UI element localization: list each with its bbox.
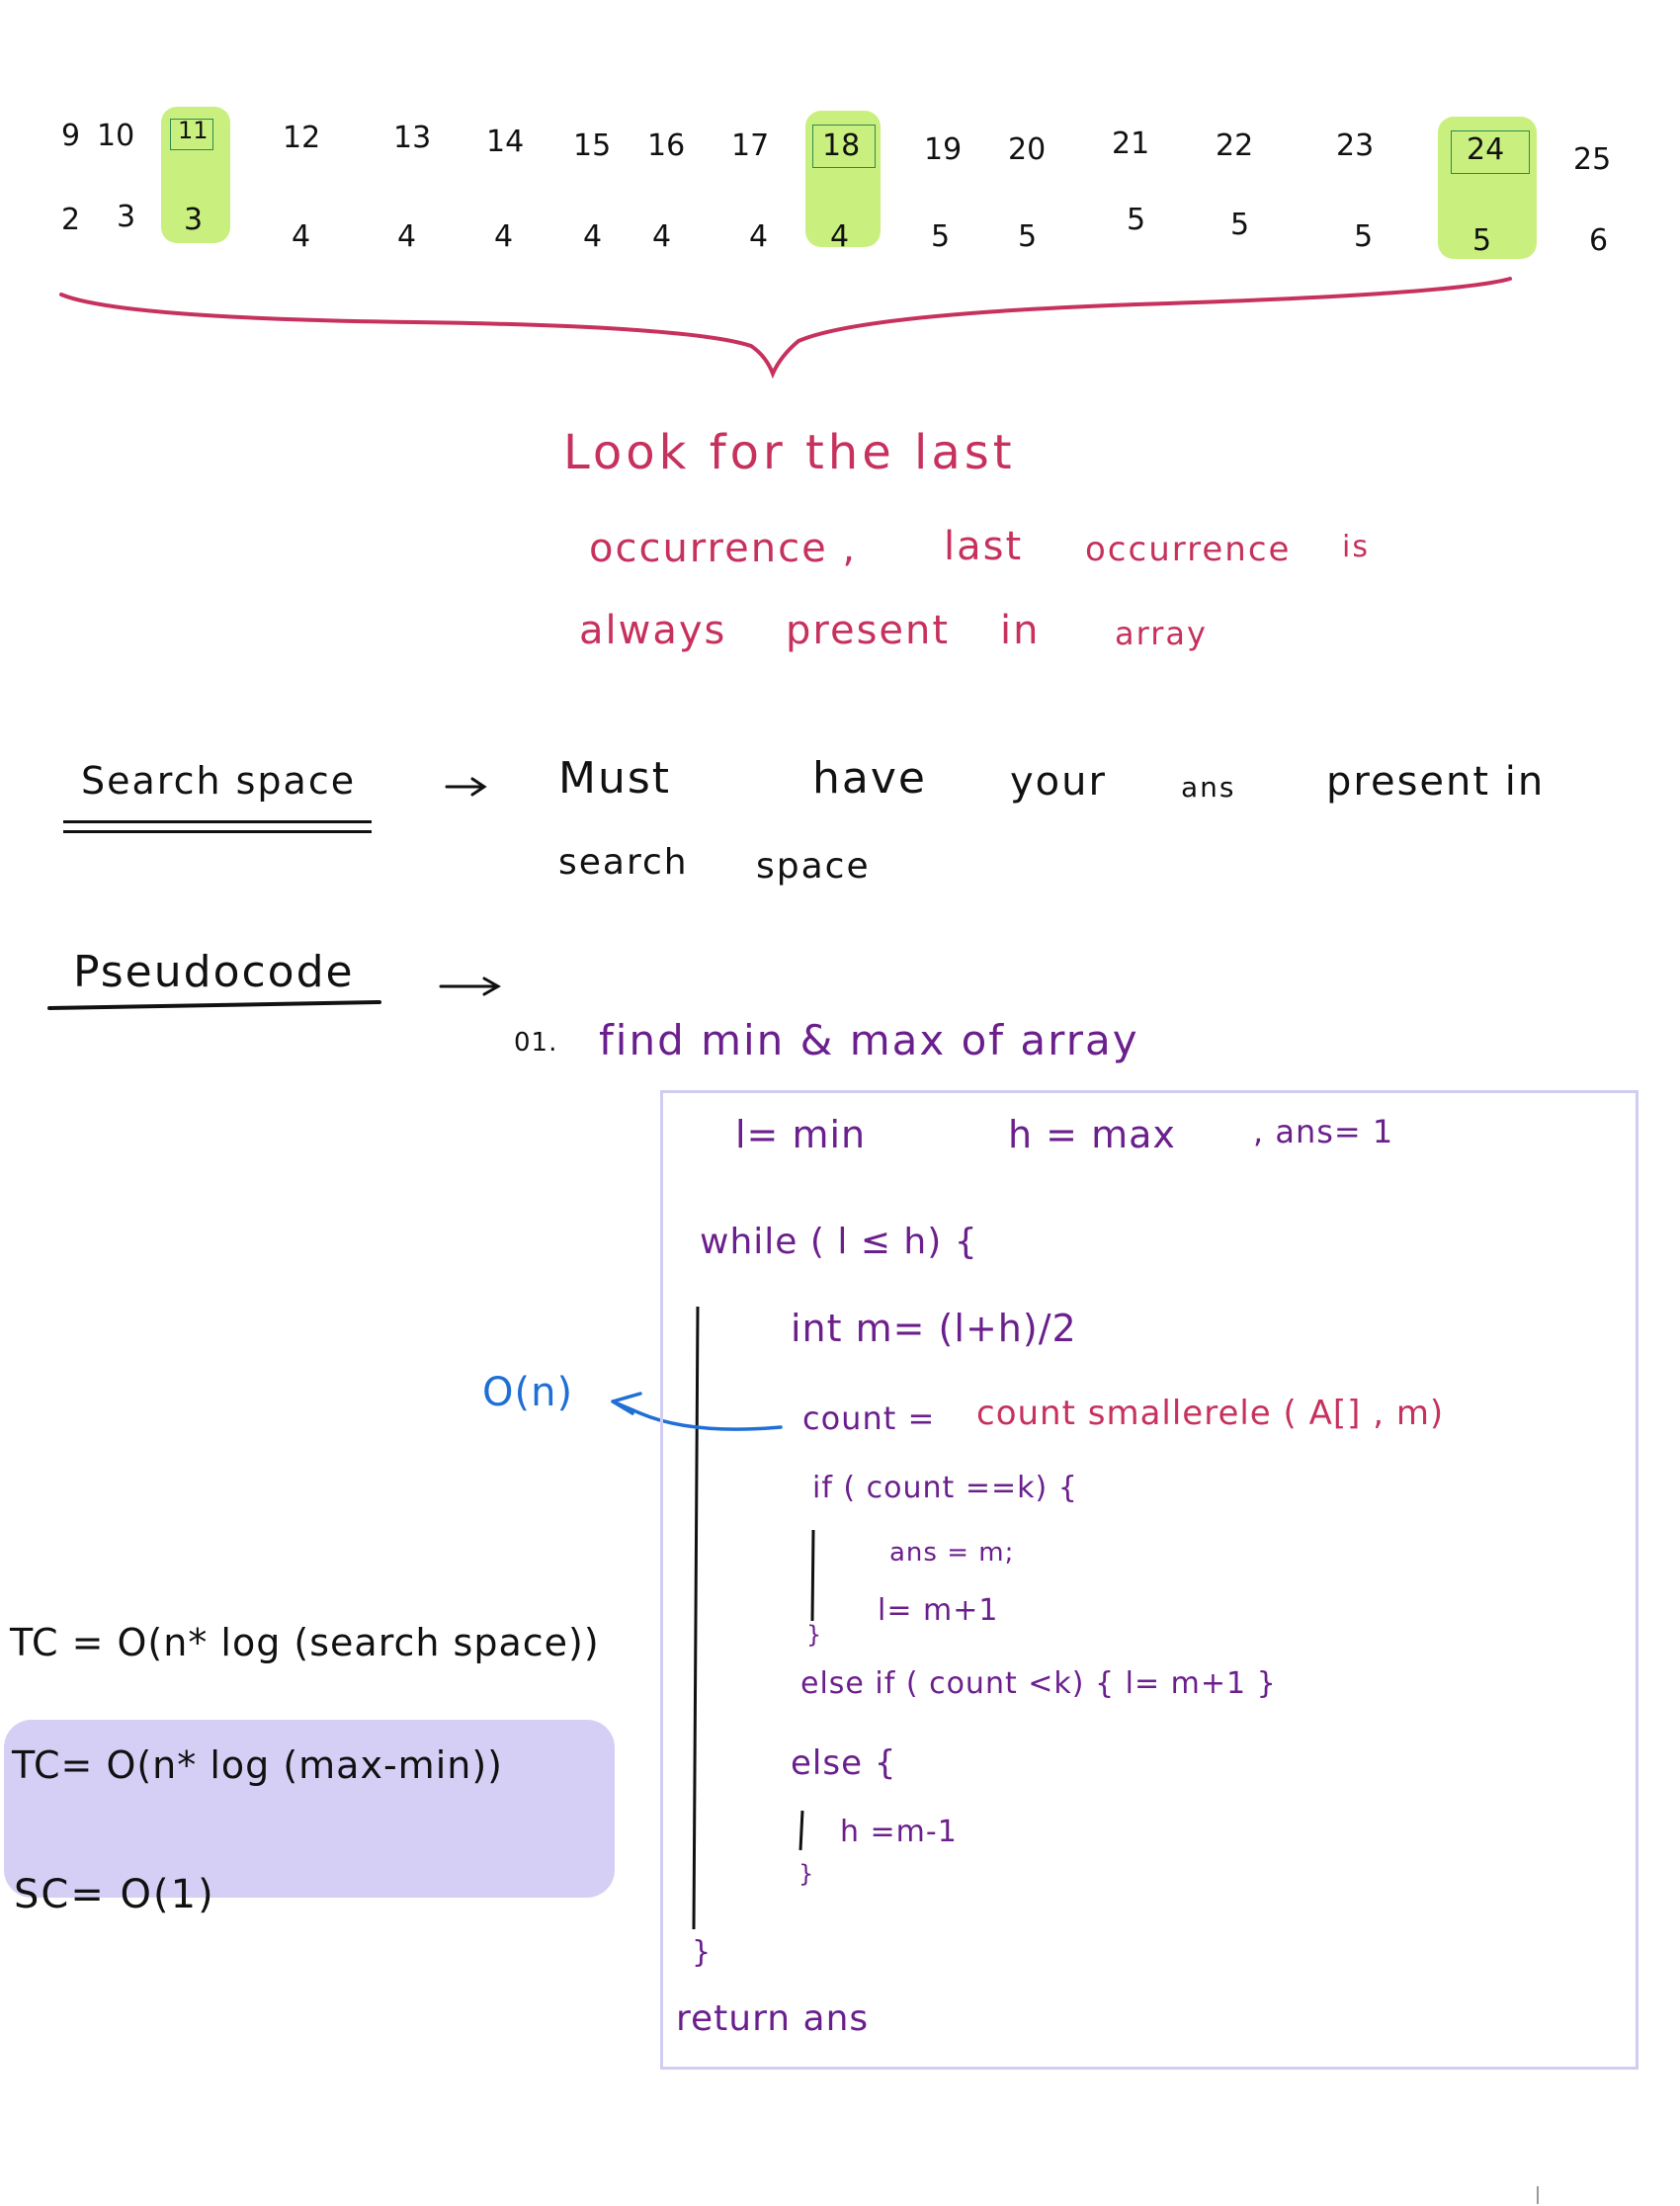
pseudocode-label: Pseudocode [73, 947, 355, 997]
value-13: 5 [1127, 203, 1146, 237]
highlight-18 [805, 111, 881, 247]
index-14: 14 [486, 125, 525, 159]
index-17: 17 [731, 128, 770, 163]
note-line2c: occurrence [1085, 530, 1292, 569]
search-space-text-search: search [558, 842, 689, 883]
box-18 [812, 125, 876, 168]
highlight-11 [161, 107, 230, 243]
arrow-pseudocode [439, 976, 502, 996]
index-21: 21 [1112, 127, 1150, 161]
init-l: l= min [735, 1113, 867, 1156]
sc-line: SC= O(1) [14, 1872, 215, 1917]
note-line1: Look for the last [563, 425, 1016, 480]
note-line3b: present [786, 608, 951, 653]
index-18: 18 [822, 128, 861, 163]
value-3: 3 [184, 203, 204, 237]
search-space-underline-2 [63, 830, 372, 833]
else-block-bar [798, 1810, 804, 1851]
value-9: 4 [749, 219, 769, 254]
while-block-bar [692, 1306, 700, 1930]
value-10: 4 [830, 219, 850, 254]
if-line: if ( count ==k) { [812, 1471, 1078, 1505]
else-line: else { [791, 1743, 897, 1783]
index-23: 23 [1336, 128, 1375, 163]
value-2: 3 [117, 200, 136, 234]
l-assign: l= m+1 [878, 1593, 999, 1628]
summary-box [4, 1720, 615, 1898]
note-line2d: is [1342, 530, 1370, 564]
value-16: 5 [1472, 223, 1492, 258]
search-space-text-have: have [812, 753, 927, 804]
else-close: } [798, 1860, 815, 1888]
tc-line1: TC = O(n* log (search space)) [10, 1621, 600, 1664]
search-space-text-present: present in [1326, 759, 1546, 805]
index-24: 24 [1467, 132, 1505, 167]
box-11 [170, 119, 213, 150]
index-22: 22 [1216, 128, 1254, 163]
h-assign: h =m-1 [840, 1815, 958, 1849]
if-block-bar [810, 1529, 815, 1622]
code-frame [660, 1090, 1638, 2070]
index-10: 10 [97, 119, 135, 153]
search-space-text-ans: ans [1181, 771, 1236, 804]
while-line: while ( l ≤ h) { [700, 1222, 978, 1262]
index-15: 15 [573, 128, 612, 163]
value-17: 6 [1589, 223, 1609, 258]
count-fn: count smallerele ( A[] , m) [976, 1394, 1445, 1433]
if-close: } [806, 1621, 823, 1649]
step-number: 01. [514, 1028, 558, 1058]
curly-brace [59, 277, 1512, 380]
index-25: 25 [1573, 142, 1612, 177]
index-16: 16 [647, 128, 686, 163]
index-9: 9 [61, 119, 81, 153]
ans-assign: ans = m; [889, 1538, 1015, 1568]
value-1: 2 [61, 203, 81, 237]
note-line2a: occurrence , [589, 526, 858, 571]
cost-arrow [611, 1392, 783, 1431]
value-8: 4 [652, 219, 672, 254]
index-12: 12 [283, 121, 321, 155]
index-13: 13 [393, 121, 432, 155]
index-11: 11 [178, 117, 209, 144]
arrow-search-space [445, 777, 487, 797]
search-space-text-must: Must [558, 753, 672, 804]
index-19: 19 [924, 132, 963, 167]
note-line3c: in [1000, 608, 1041, 653]
search-space-text-your: your [1010, 759, 1107, 805]
note-line3d: array [1115, 615, 1208, 652]
value-6: 4 [494, 219, 514, 254]
value-7: 4 [583, 219, 603, 254]
search-space-text-space: space [756, 846, 871, 887]
init-h: h = max [1008, 1113, 1176, 1156]
count-line: count = [802, 1400, 936, 1437]
value-15: 5 [1354, 219, 1374, 254]
while-close: } [692, 1935, 713, 1970]
step-text: find min & max of array [599, 1016, 1139, 1064]
note-line2b: last [944, 524, 1024, 569]
value-4: 4 [292, 219, 311, 254]
value-11: 5 [931, 219, 951, 254]
value-12: 5 [1018, 219, 1038, 254]
highlight-24 [1438, 117, 1537, 259]
init-ans: , ans= 1 [1253, 1113, 1394, 1150]
mid-line: int m= (l+h)/2 [791, 1307, 1077, 1350]
search-space-underline-1 [63, 820, 372, 823]
value-14: 5 [1230, 208, 1250, 242]
value-5: 4 [397, 219, 417, 254]
count-cost: O(n) [482, 1370, 574, 1415]
index-20: 20 [1008, 132, 1047, 167]
else-if-line: else if ( count <k) { l= m+1 } [800, 1666, 1277, 1701]
search-space-label: Search space [81, 759, 357, 803]
box-24 [1451, 130, 1530, 174]
tc-line2: TC= O(n* log (max-min)) [12, 1743, 503, 1787]
return-line: return ans [676, 1998, 870, 2039]
note-line3a: always [579, 608, 727, 653]
